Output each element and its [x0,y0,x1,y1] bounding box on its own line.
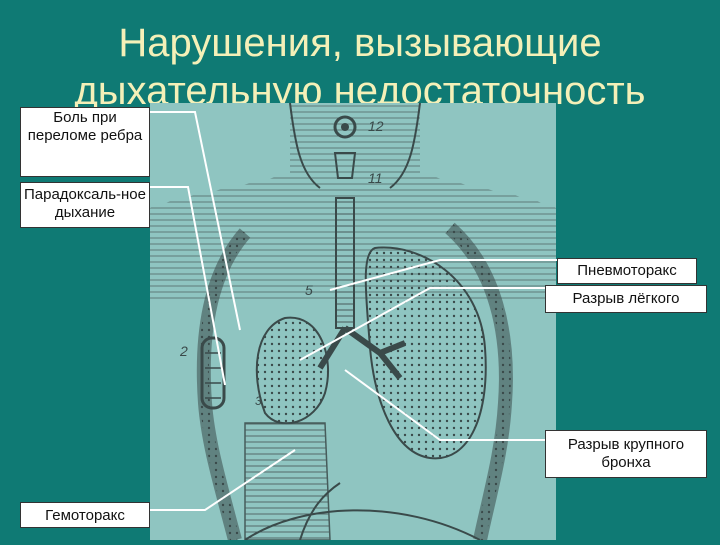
hemothorax-fluid [245,423,330,540]
label-lung-rupture: Разрыв лёгкого [545,285,707,313]
chest-anatomy-drawing: 12 11 5 2 3 [150,103,556,540]
figure-number-12: 12 [368,118,384,134]
label-pneumothorax: Пневмоторакс [557,258,697,284]
figure-number-11: 11 [368,170,383,186]
collapsed-lung [257,318,328,424]
figure-number-5: 5 [305,282,313,298]
slide-title-line-1: Нарушения, вызывающие [0,20,720,66]
trachea [336,198,354,328]
figure-number-3: 3 [255,394,262,408]
label-paradoxical-breathing: Парадоксаль-ное дыхание [20,182,150,228]
figure-number-2: 2 [179,343,188,359]
chest-anatomy-illustration: 12 11 5 2 3 [150,103,556,540]
label-bronchus-rupture: Разрыв крупного бронха [545,430,707,478]
label-rib-fracture-pain: Боль при переломе ребра [20,107,150,177]
label-hemothorax: Гемоторакс [20,502,150,528]
